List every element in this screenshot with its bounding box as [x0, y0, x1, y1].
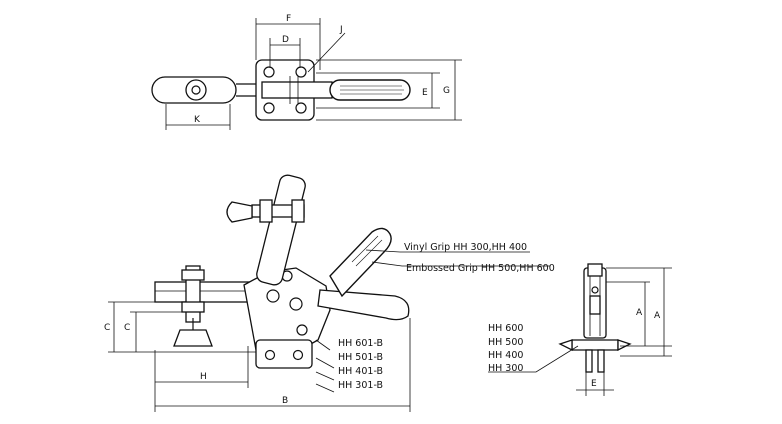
front-view: [558, 263, 632, 373]
embossed-grip-label: Embossed Grip HH 500,HH 600: [406, 263, 555, 274]
model-code-b-item: HH 501-B: [338, 352, 383, 363]
dim-label-c-outer: C: [104, 323, 110, 333]
side-view-clamp-arm: [154, 281, 251, 303]
dim-label-g: G: [443, 86, 450, 96]
dim-label-k: K: [194, 115, 201, 125]
front-view-dimensions: A A E: [576, 267, 672, 396]
model-code-b-item: HH 401-B: [338, 366, 383, 377]
side-view-pressure-tip-open: [226, 201, 253, 223]
top-view-spindle-hole: [191, 85, 201, 95]
dim-label-a-outer: A: [654, 311, 661, 321]
side-view-body: [243, 267, 331, 351]
top-view-mount-hole: [295, 102, 307, 114]
top-view-mount-hole: [263, 66, 275, 78]
dim-label-d: D: [282, 35, 289, 45]
model-code-b-item: HH 301-B: [338, 380, 383, 391]
side-view-handle-open-grip: [329, 227, 392, 298]
side-view-spindle-nut-top: [181, 269, 205, 281]
front-view-base: [571, 339, 619, 351]
model-code-b-item: HH 601-B: [338, 338, 383, 349]
side-view-handle-lever: [317, 289, 410, 321]
model-code-item: HH 500: [488, 337, 523, 348]
top-view-dimensions: F D J K E G: [165, 14, 462, 130]
top-view-handle-channel: [261, 81, 333, 99]
dim-label-h: H: [200, 372, 207, 382]
top-view: [151, 59, 411, 121]
dim-label-e-front: E: [591, 379, 597, 389]
side-view-pressure-tip: [173, 329, 213, 347]
top-view-mount-hole: [295, 66, 307, 78]
side-view-spindle-nut-bottom: [181, 301, 205, 313]
dim-label-b: B: [282, 396, 288, 406]
model-codes-list: HH 600 HH 500 HH 400 HH 300: [488, 323, 579, 374]
model-code-item: HH 300: [488, 363, 523, 374]
vinyl-grip-label: Vinyl Grip HH 300,HH 400: [404, 242, 527, 253]
model-codes-b-list: HH 601-B HH 501-B HH 401-B HH 301-B: [315, 338, 383, 393]
model-code-item: HH 600: [488, 323, 523, 334]
dim-label-j: J: [339, 25, 343, 35]
top-view-mount-hole: [263, 102, 275, 114]
dim-label-c-inner: C: [124, 323, 130, 333]
dim-label-f: F: [286, 14, 291, 24]
model-code-item: HH 400: [488, 350, 523, 361]
top-view-spindle-nut: [185, 79, 207, 101]
dim-label-a-inner: A: [636, 308, 643, 318]
grip-labels: Vinyl Grip HH 300,HH 400 Embossed Grip H…: [365, 242, 555, 274]
side-view: [154, 174, 410, 369]
dim-label-e-top: E: [422, 88, 428, 98]
side-view-dimensions: C C H B: [104, 301, 411, 412]
side-view-base-plate: [255, 339, 313, 369]
